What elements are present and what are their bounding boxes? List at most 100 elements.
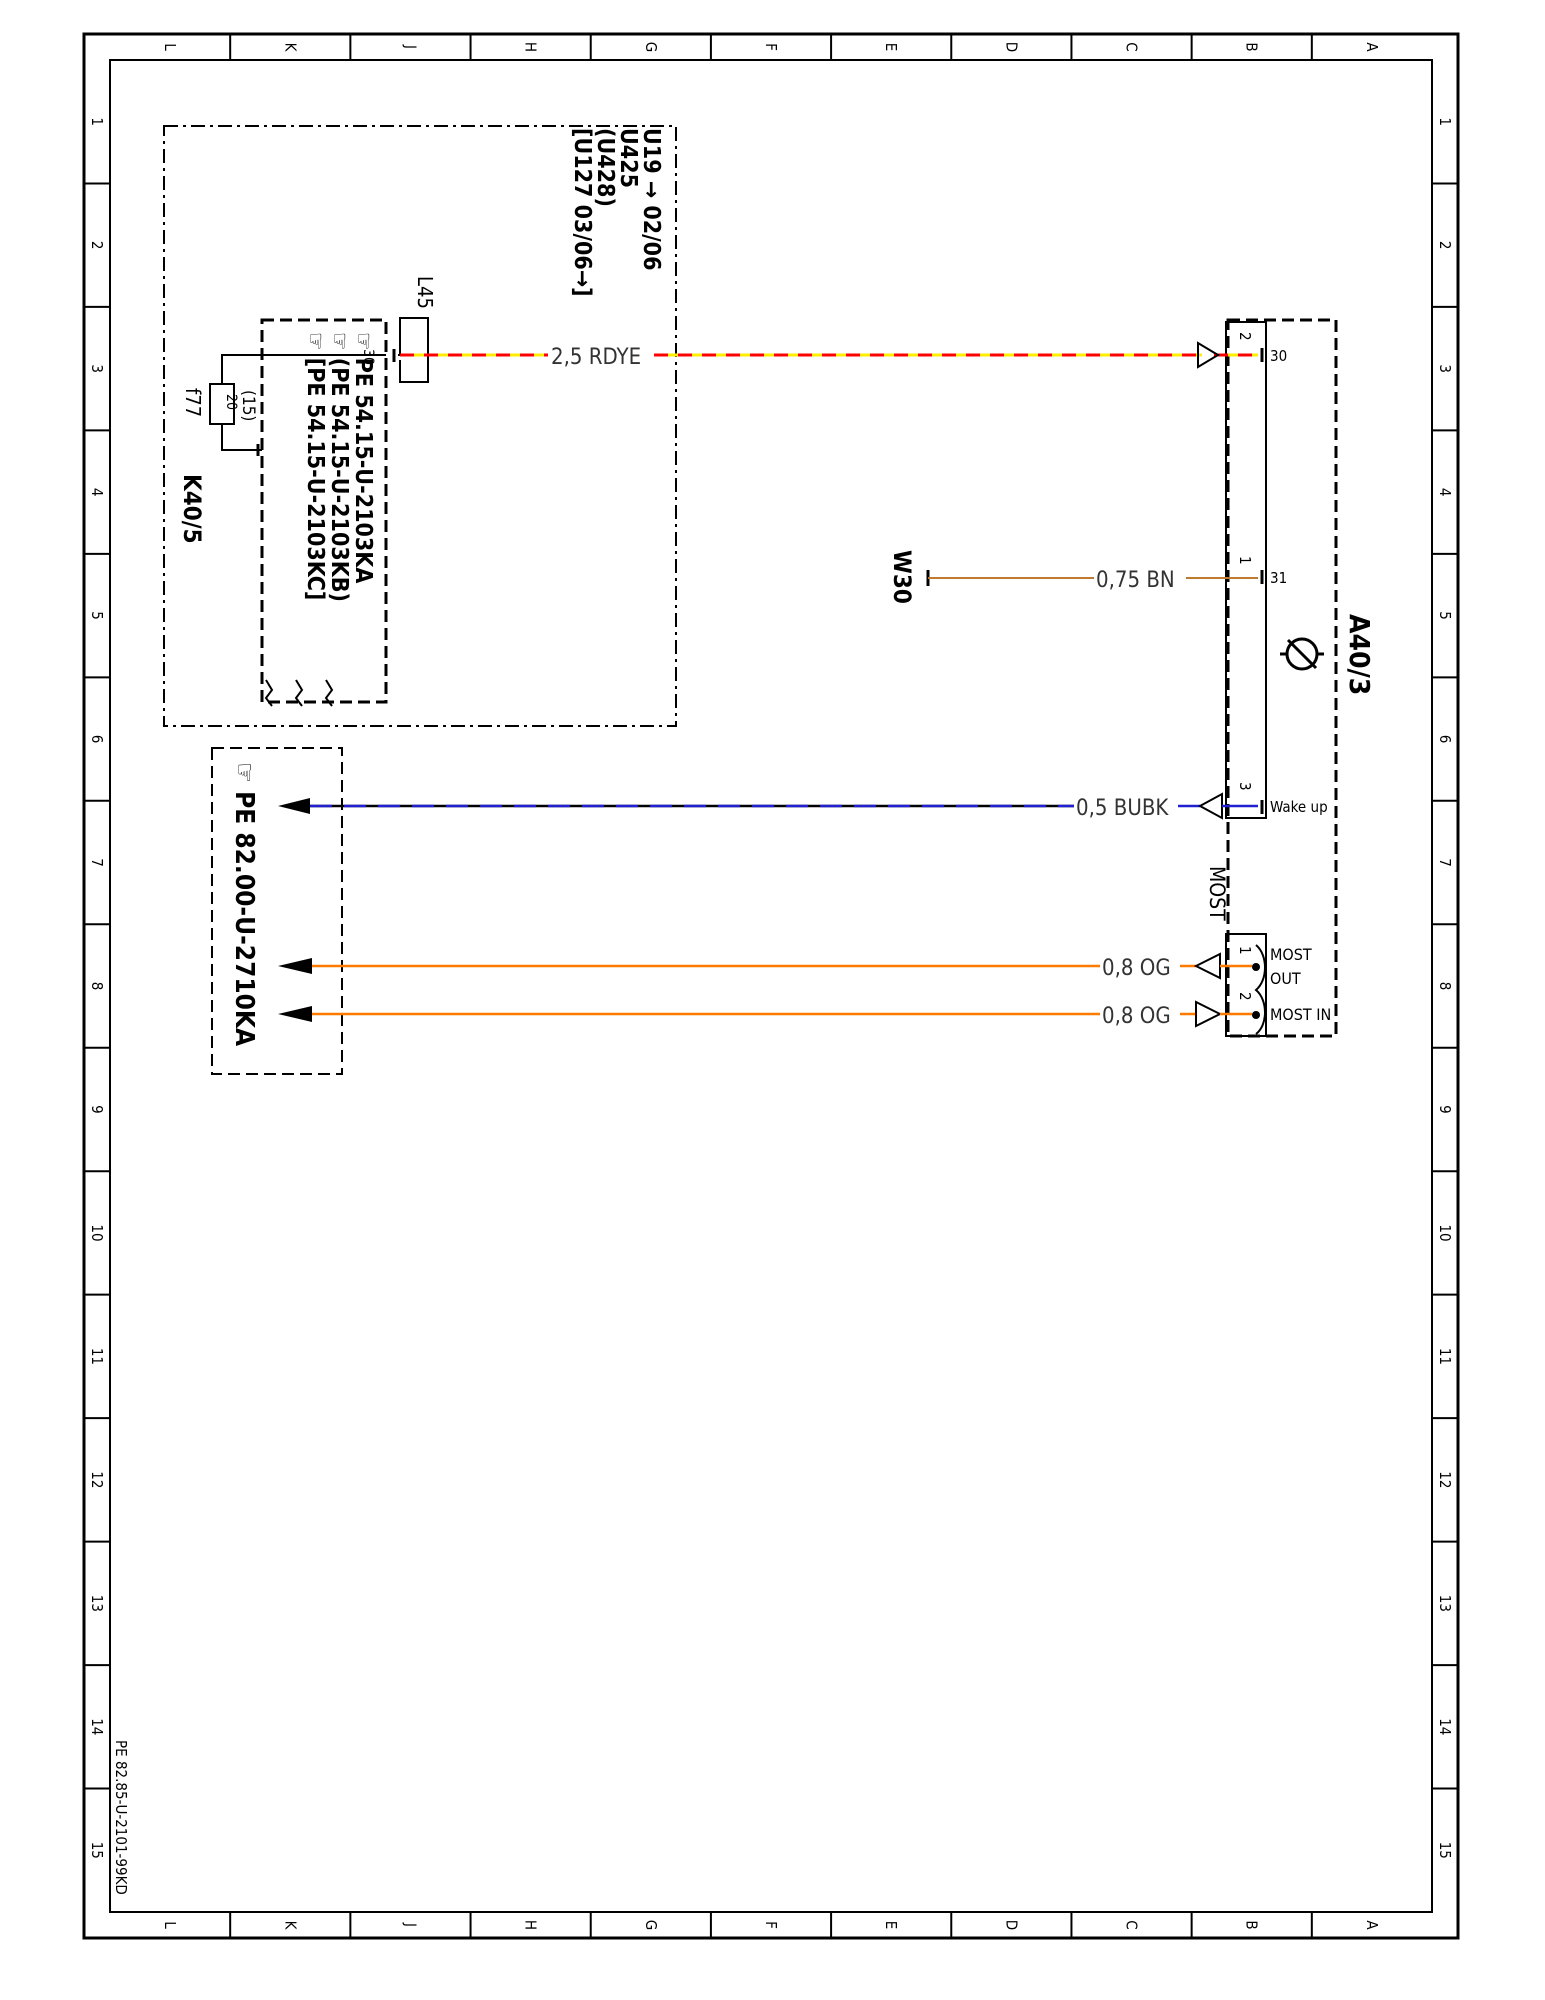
column-label-bottom: G (642, 1920, 660, 1930)
row-label-right: 9 (1436, 1105, 1454, 1114)
most-label: MOST (1205, 866, 1229, 921)
control-unit-connector-body (1225, 321, 1267, 819)
row-label-left: 7 (88, 858, 106, 867)
cu-pin-name-most-out: MOST (1270, 945, 1312, 964)
row-label-left: 14 (88, 1718, 106, 1735)
row-label-right: 2 (1436, 241, 1454, 250)
column-label-top: A (1363, 42, 1381, 52)
fuse-relay-box (260, 318, 388, 704)
control-unit-id: A40/3 (1343, 614, 1376, 695)
cu-pin-name-most-out-2: OUT (1270, 969, 1301, 988)
fuse-circuit: (15) (238, 390, 258, 421)
connector-l45-loop (398, 317, 429, 383)
cu-pin-name-31: 31 (1270, 569, 1287, 587)
column-label-top: L (161, 43, 179, 51)
wire-rdye-label: 2,5 RDYE (551, 345, 641, 370)
wire-bn-label: 0,75 BN (1096, 568, 1175, 593)
column-label-bottom: K (281, 1921, 299, 1931)
row-label-right: 13 (1436, 1595, 1454, 1612)
wire-og-out-target-arrow (278, 958, 312, 974)
column-label-top: C (1123, 42, 1141, 51)
most-connector-body (1225, 933, 1267, 1037)
wire-og-in-label: 0,8 OG (1102, 1004, 1171, 1029)
most-shield-curve (1254, 944, 1266, 1035)
fuse-page-refs: ☞ PE 54.15-U-2103KA ☞ (PE 54.15-U-2103KB… (302, 332, 376, 602)
row-label-right: 11 (1436, 1348, 1454, 1365)
antenna-symbol-icon (1280, 637, 1324, 671)
inner-frame (109, 59, 1433, 1913)
wire-bubk-arrow (1197, 792, 1223, 820)
row-label-right: 12 (1436, 1471, 1454, 1488)
row-label-left: 11 (88, 1348, 106, 1365)
column-label-top: D (1002, 42, 1020, 52)
terminal-most-in (1252, 1011, 1260, 1019)
row-label-left: 4 (88, 488, 106, 497)
page-ref-2103kc: ☞ [PE 54.15-U-2103KC] (302, 332, 328, 600)
cu-pin-name-most-in: MOST IN (1270, 1005, 1331, 1024)
cu-pin-num-most-in: 2 (1236, 992, 1254, 1001)
cut-marker (324, 679, 334, 707)
column-label-bottom: B (1243, 1920, 1261, 1929)
target-page-box (211, 747, 343, 1075)
cut-marker (294, 679, 304, 707)
row-label-left: 15 (88, 1842, 106, 1859)
cu-pin-name-wakeup: Wake up (1270, 798, 1328, 816)
cu-pin-num-30: 2 (1236, 332, 1254, 341)
wire-og-in-arrow (1195, 1000, 1223, 1028)
grid-ticks (84, 34, 1458, 1938)
row-label-left: 5 (88, 611, 106, 620)
relay-module-id: K40/5 (178, 474, 206, 544)
column-label-top: G (642, 42, 660, 52)
column-label-bottom: J (401, 1922, 419, 1927)
wire-og-out-arrow (1193, 952, 1221, 980)
variant-line-2: U425 (615, 128, 641, 188)
head-unit-variant-box (163, 125, 677, 727)
variant-line-4: [U127 03/06→] (569, 128, 595, 297)
cu-pin-num-most-out: 1 (1236, 946, 1254, 955)
cu-pin-num-31: 1 (1236, 556, 1254, 565)
column-label-top: H (522, 42, 540, 52)
row-label-right: 3 (1436, 364, 1454, 373)
page-ref-2710ka: ☞ PE 82.00-U-2710KA (229, 762, 259, 1046)
column-label-top: J (401, 44, 419, 49)
row-label-left: 1 (88, 117, 106, 126)
wire-og-out-label: 0,8 OG (1102, 956, 1171, 981)
column-label-top: F (762, 43, 780, 51)
row-label-right: 5 (1436, 611, 1454, 620)
variant-codes: U19 → 02/06 U425 (U428) [U127 03/06→] (569, 128, 664, 297)
row-label-right: 6 (1436, 735, 1454, 744)
row-label-right: 14 (1436, 1718, 1454, 1735)
row-label-right: 8 (1436, 982, 1454, 991)
fuse-wire (221, 424, 262, 451)
wire-bubk-label: 0,5 BUBK (1076, 796, 1169, 821)
row-label-right: 10 (1436, 1224, 1454, 1241)
ground-w30: W30 (888, 550, 916, 604)
column-label-bottom: H (522, 1920, 540, 1930)
column-label-top: B (1243, 42, 1261, 51)
wire-rdye-arrow (1197, 341, 1220, 369)
column-label-bottom: A (1363, 1920, 1381, 1930)
wire-og-in-target-arrow (278, 1006, 312, 1022)
row-label-left: 10 (88, 1224, 106, 1241)
row-label-left: 3 (88, 364, 106, 373)
cu-pin-num-wakeup: 3 (1236, 782, 1254, 791)
control-unit-outer (1226, 318, 1338, 1038)
row-label-left: 12 (88, 1471, 106, 1488)
row-label-left: 6 (88, 735, 106, 744)
column-label-bottom: D (1002, 1920, 1020, 1930)
document-id: PE 82.85-U-2101-99KD (112, 1740, 130, 1895)
column-label-bottom: C (1123, 1920, 1141, 1929)
column-label-bottom: F (762, 1921, 780, 1929)
wire-bubk-target-arrow (278, 798, 310, 814)
cut-marker (264, 679, 274, 707)
row-label-left: 13 (88, 1595, 106, 1612)
page-ref-2103kb: ☞ (PE 54.15-U-2103KB) (326, 332, 352, 602)
cu-pin-name-30: 30 (1270, 347, 1287, 365)
column-label-top: E (882, 43, 900, 52)
row-label-left: 8 (88, 982, 106, 991)
page-ref-2103ka: ☞ PE 54.15-U-2103KA (350, 332, 376, 583)
variant-line-3: (U428) (592, 128, 618, 207)
outer-frame (82, 32, 1460, 1940)
row-label-right: 1 (1436, 117, 1454, 126)
